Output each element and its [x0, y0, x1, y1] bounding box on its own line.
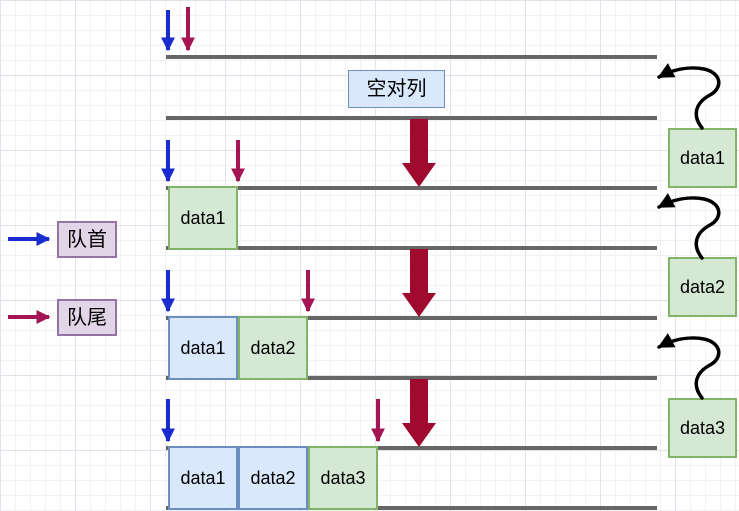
queue-cell-stage3-data1: data1 [168, 316, 238, 380]
insert-curve-arrow-data1 [657, 63, 721, 130]
incoming-data2-box: data2 [668, 257, 737, 317]
enqueue-step-arrow-2 [402, 249, 436, 317]
enqueue-step-arrow-3 [402, 379, 436, 447]
queue-cell-stage4-data1: data1 [168, 446, 238, 510]
legend-tail-label: 队尾 [57, 299, 117, 336]
queue-cell-stage2-data1: data1 [168, 186, 238, 250]
insert-curve-arrow-data2 [657, 193, 721, 260]
queue-cell-stage4-data3: data3 [308, 446, 378, 510]
enqueue-step-arrow-1 [402, 119, 436, 187]
incoming-data1-box: data1 [668, 128, 737, 188]
queue-cell-stage4-data2: data2 [238, 446, 308, 510]
empty-queue-label: 空对列 [348, 70, 445, 108]
insert-curve-arrow-data3 [657, 333, 721, 400]
incoming-data3-box: data3 [668, 398, 737, 458]
legend-head-label: 队首 [57, 221, 117, 258]
queue-cell-stage3-data2: data2 [238, 316, 308, 380]
